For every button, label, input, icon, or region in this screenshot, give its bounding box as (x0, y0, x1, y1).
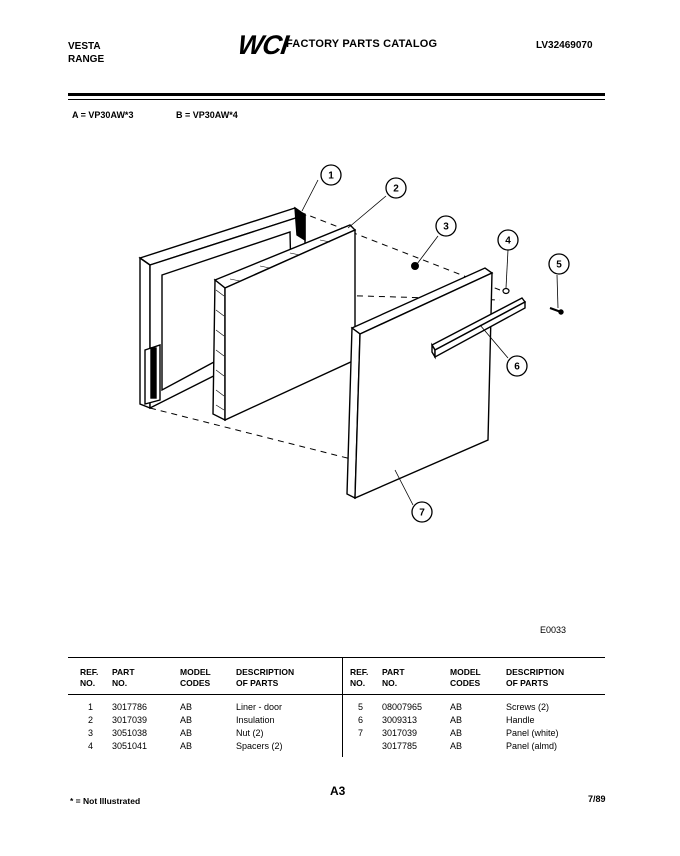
header-ref-left: REF.NO. (80, 667, 99, 688)
leader-lines (301, 179, 559, 506)
callout-label: 3 (443, 222, 449, 233)
parts-left-desc-cell: Nut (2) (236, 728, 264, 738)
door-panel-part (346, 267, 494, 500)
screw-part (549, 307, 564, 315)
callout-label: 4 (505, 236, 511, 247)
callout-label: 7 (419, 508, 425, 519)
parts-left-part-cell: 3017039 (112, 715, 148, 725)
header-divider-thick (68, 93, 605, 96)
revision-date: 7/89 (588, 794, 606, 804)
parts-right-part-cell: 3009313 (382, 715, 418, 725)
header-brand-block: VESTA RANGE (68, 40, 104, 66)
parts-right-desc-cell: Screws (2) (506, 702, 550, 712)
callout-label: 6 (514, 362, 520, 373)
parts-right-model-cell: AB (450, 741, 463, 751)
callout-1: 1 (320, 164, 342, 186)
parts-right-ref-cell: 7 (358, 728, 364, 738)
catalog-header: WCI FACTORY PARTS CATALOG (236, 30, 478, 60)
parts-right-model-cell: AB (450, 728, 463, 738)
insulation-part (212, 224, 357, 422)
parts-left-desc-cell: Spacers (2) (236, 741, 283, 751)
parts-right-desc-cell: Panel (white) (506, 728, 559, 738)
page-number: A3 (330, 784, 346, 798)
callout-label: 5 (556, 260, 562, 271)
callout-4: 4 (497, 229, 519, 251)
parts-left-ref-cell: 4 (88, 741, 94, 751)
catalog-title: FACTORY PARTS CATALOG (286, 38, 438, 50)
catalog-number: LV32469070 (536, 40, 593, 51)
parts-right-model-cell: AB (450, 702, 463, 712)
callout-2: 2 (385, 177, 407, 199)
parts-right-desc-cell: Panel (almd) (506, 741, 558, 751)
callout-5: 5 (548, 253, 570, 275)
callout-3: 3 (435, 215, 457, 237)
callout-7: 7 (411, 501, 433, 523)
header-divider-thin (68, 99, 605, 100)
parts-right-part-cell: 3017785 (382, 741, 418, 751)
brand-name: VESTA (68, 41, 101, 52)
model-b: B = VP30AW*4 (175, 110, 238, 120)
table-column-divider (342, 657, 343, 757)
diagram-code: E0033 (540, 625, 567, 635)
parts-left-model-cell: AB (180, 715, 193, 725)
parts-left-model-cell: AB (180, 741, 193, 751)
parts-left-ref-cell: 3 (88, 728, 94, 738)
callout-6: 6 (506, 355, 528, 377)
parts-left-model-cell: AB (180, 702, 193, 712)
parts-left-model-cell: AB (180, 728, 193, 738)
nut-part (411, 262, 419, 270)
footnote: * = Not Illustrated (70, 796, 141, 806)
spacer-part (502, 287, 510, 295)
parts-right-ref-cell: 6 (358, 715, 364, 725)
parts-right-part-cell: 3017039 (382, 728, 418, 738)
model-list: A = VP30AW*3 B = VP30AW*4 (72, 110, 278, 120)
parts-left-part-cell: 3051038 (112, 728, 148, 738)
parts-left-part-cell: 3017786 (112, 702, 148, 712)
parts-left-desc-cell: Insulation (236, 715, 275, 725)
callout-label: 2 (393, 184, 399, 195)
model-a: A = VP30AW*3 (72, 110, 134, 120)
callout-label: 1 (328, 171, 334, 182)
parts-left-ref-cell: 2 (88, 715, 94, 725)
parts-left-part-cell: 3051041 (112, 741, 148, 751)
table-header-rule (68, 694, 605, 695)
parts-right-desc-cell: Handle (506, 715, 535, 725)
handle-part (431, 297, 527, 360)
table-top-rule (68, 657, 605, 658)
product-type: RANGE (68, 54, 105, 65)
parts-left-desc-cell: Liner - door (236, 702, 283, 712)
parts-right-part-cell: 08007965 (382, 702, 423, 712)
parts-right-model-cell: AB (450, 715, 463, 725)
parts-left-ref-cell: 1 (88, 702, 94, 712)
header-ref-right: REF.NO. (350, 667, 369, 688)
parts-right-ref-cell: 5 (358, 702, 364, 712)
